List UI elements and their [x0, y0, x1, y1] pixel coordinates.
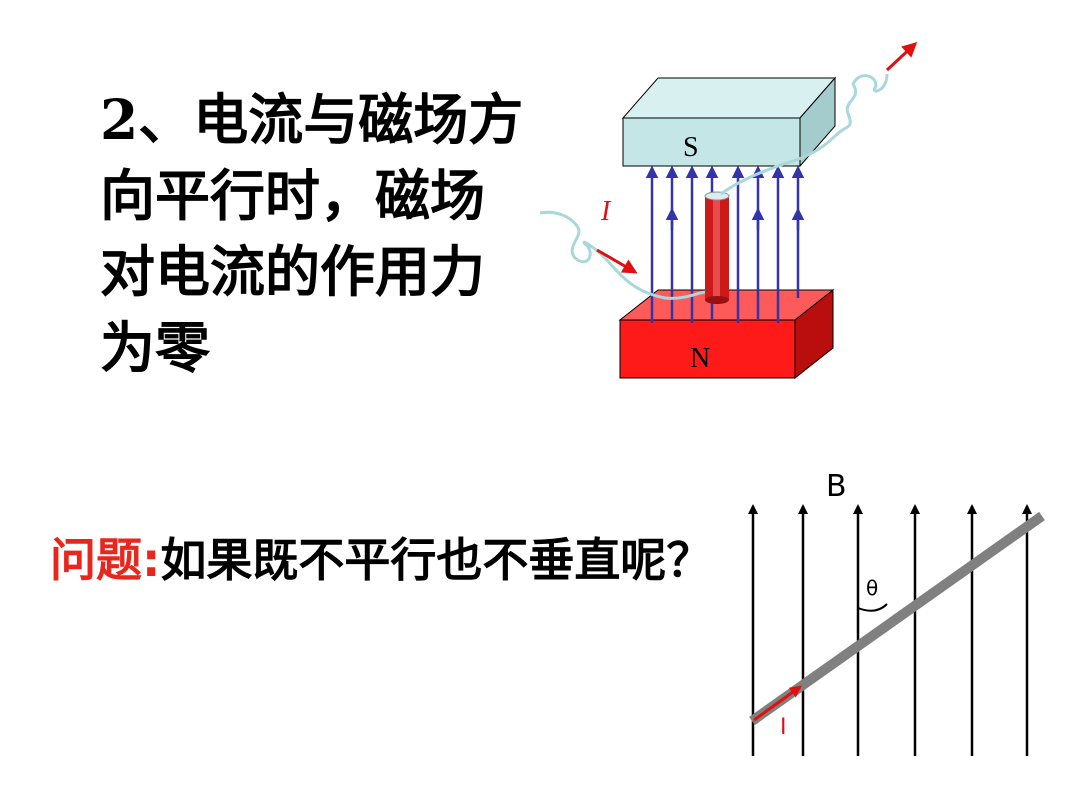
- question: 问题:如果既不平行也不垂直呢？: [50, 526, 740, 594]
- north-pole-label: N: [690, 343, 710, 374]
- magnet-diagram: N S I: [539, 41, 918, 380]
- field-lines: [748, 504, 1032, 756]
- current-label: I: [600, 196, 612, 227]
- current-arrow-in: [596, 248, 638, 274]
- current-arrow-out: [885, 41, 918, 72]
- slide-heading: 2、电流与磁场方向平行时，磁场对电流的作用力为零: [100, 87, 524, 380]
- question-text: 如果既不平行也不垂直呢？: [160, 533, 713, 587]
- angle-label: θ: [866, 576, 878, 600]
- current-label: I: [780, 715, 787, 740]
- south-pole-block: [621, 76, 837, 168]
- field-angle-diagram: B θ I: [748, 469, 1045, 756]
- south-pole-label: S: [683, 132, 699, 163]
- current-arrow: [753, 685, 802, 722]
- conductor-rod: [704, 191, 730, 304]
- outgoing-wire: [720, 73, 889, 196]
- field-label: B: [826, 469, 847, 504]
- angle-arc: [857, 603, 888, 612]
- question-label: 问题:: [50, 533, 161, 587]
- incoming-wire: [539, 210, 706, 300]
